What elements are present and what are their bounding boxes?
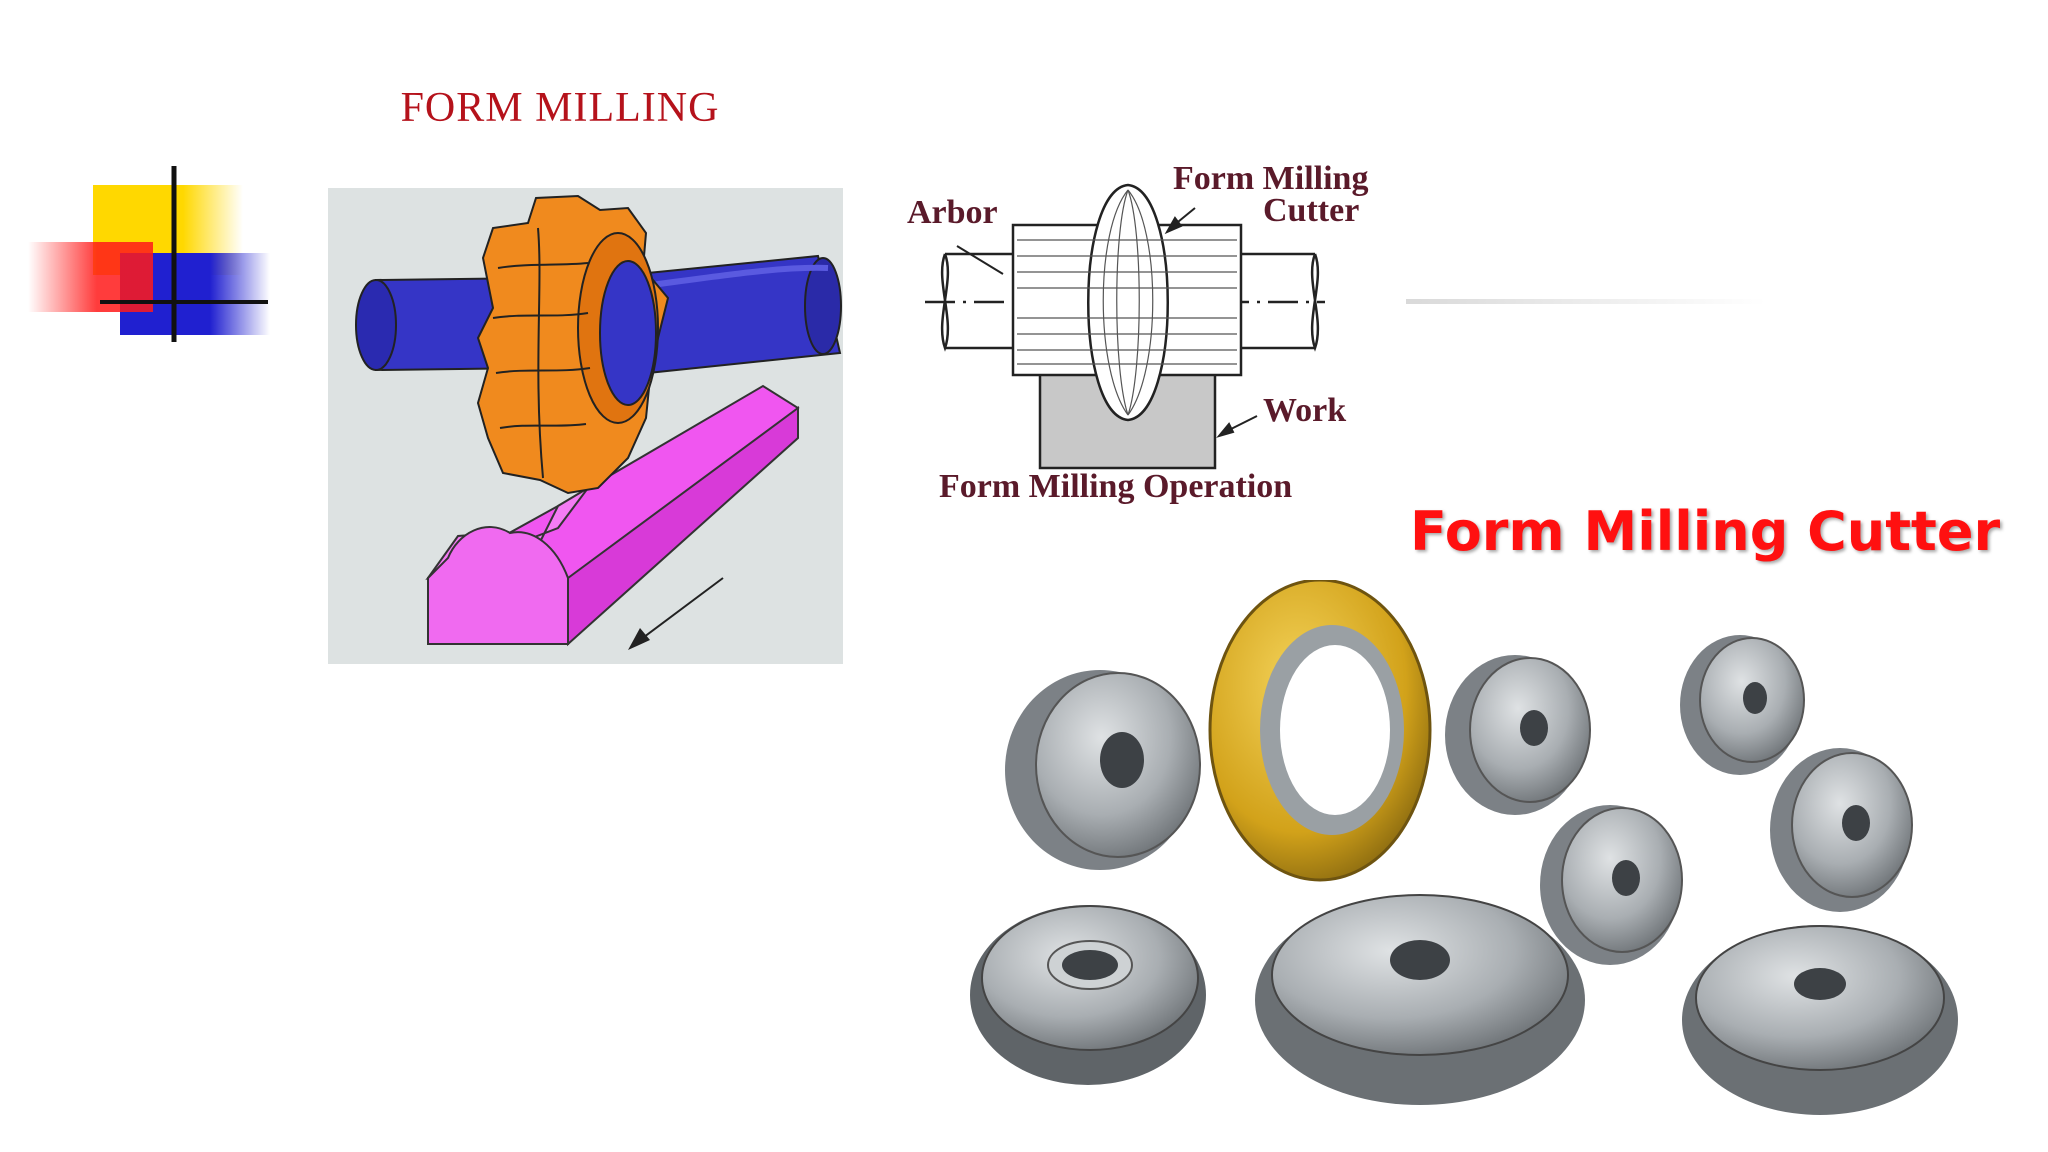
cutter-photo-collage — [970, 580, 1958, 1115]
cutter-image — [1005, 670, 1201, 870]
feed-arrow — [628, 577, 724, 650]
slide-decoration — [28, 166, 270, 342]
label-cutter-line1: Form Milling — [1173, 160, 1369, 197]
form-milling-illustration — [328, 188, 843, 664]
cutter-image — [970, 905, 1206, 1085]
form-cutter — [476, 194, 670, 495]
schematic-drawing — [925, 183, 1325, 470]
label-cutter-line2: Cutter — [1263, 192, 1360, 229]
cutter-heading: Form Milling Cutter — [1410, 500, 2001, 563]
cutter-image — [1255, 894, 1585, 1105]
cutter-image — [1445, 655, 1591, 815]
cutter-image — [1680, 635, 1805, 775]
label-work: Work — [1263, 392, 1347, 429]
slide-title: FORM MILLING — [400, 85, 720, 131]
divider-line — [1406, 299, 1766, 304]
cutter-image — [1770, 748, 1913, 912]
cutter-image — [1540, 805, 1683, 965]
label-arbor: Arbor — [907, 194, 998, 231]
workpiece — [425, 384, 800, 647]
form-milling-schematic: Arbor Form Milling Cutter Work Form Mill… — [895, 150, 1435, 520]
cutter-image — [1682, 925, 1958, 1115]
cutter-image — [1208, 580, 1432, 882]
schematic-caption: Form Milling Operation — [939, 468, 1293, 505]
